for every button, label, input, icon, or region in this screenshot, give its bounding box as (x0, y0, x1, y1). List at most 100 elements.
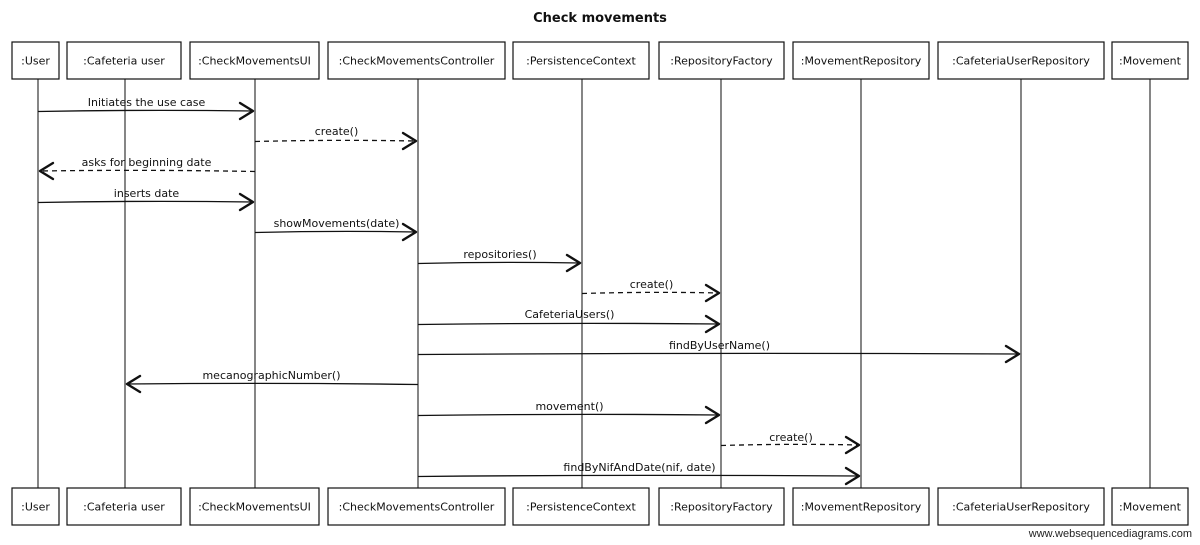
participant-label: :RepositoryFactory (670, 501, 773, 514)
participant-box (11, 41, 60, 80)
participant-label: :Cafeteria user (83, 501, 165, 514)
participant-box (792, 487, 930, 526)
message-arrow-line (720, 443, 860, 447)
participant-movement-repository-top: :MovementRepository (792, 41, 930, 80)
participant-box (792, 41, 930, 80)
participant-check-movements-controller-top: :CheckMovementsController (327, 41, 506, 80)
message-6: repositories() (417, 248, 582, 273)
participant-box (327, 487, 506, 526)
message-10: mecanographicNumber() (125, 369, 419, 394)
arrowhead-icon (401, 131, 418, 151)
message-arrow-line (126, 382, 419, 386)
watermark: www.websequencediagrams.com (1028, 528, 1192, 540)
participant-label: :CheckMovementsUI (198, 55, 311, 68)
message-arrow-line (417, 261, 581, 265)
message-11: movement() (417, 400, 721, 425)
message-label: repositories() (463, 248, 536, 261)
message-7: create() (581, 278, 721, 303)
arrowhead-icon (1004, 344, 1021, 364)
message-3: asks for beginning date (38, 156, 256, 181)
message-arrow-line (417, 352, 1020, 356)
participant-label: :User (21, 501, 50, 514)
diagram-title: Check movements (533, 11, 667, 26)
message-label: create() (769, 431, 813, 444)
participant-box (189, 41, 320, 80)
participant-box (512, 41, 650, 80)
participant-box (937, 487, 1105, 526)
participant-label: :Movement (1119, 501, 1182, 514)
participant-movement-bottom: :Movement (1111, 487, 1189, 526)
arrowhead-icon (401, 222, 418, 242)
message-5: showMovements(date) (254, 217, 418, 242)
message-arrow-line (37, 200, 254, 204)
message-arrow-line (37, 109, 254, 113)
message-label: Initiates the use case (88, 96, 206, 109)
participant-repository-factory-top: :RepositoryFactory (658, 41, 785, 80)
participant-box (512, 487, 650, 526)
message-label: create() (630, 278, 674, 291)
participant-label: :CheckMovementsController (339, 501, 495, 514)
arrowhead-icon (565, 253, 582, 273)
participant-label: :Movement (1119, 55, 1182, 68)
message-arrow-line (581, 291, 720, 295)
participant-cafeteria-user-repository-bottom: :CafeteriaUserRepository (937, 487, 1105, 526)
message-label: CafeteriaUsers() (525, 308, 615, 321)
message-arrow-line (417, 413, 720, 417)
participant-box (658, 41, 785, 80)
participant-cafeteria-user-bottom: :Cafeteria user (66, 487, 182, 526)
message-label: movement() (535, 400, 603, 413)
arrowhead-icon (704, 314, 721, 334)
participant-check-movements-ui-top: :CheckMovementsUI (189, 41, 320, 80)
participant-label: :User (21, 55, 50, 68)
participant-box (1111, 487, 1189, 526)
arrowhead-icon (704, 405, 721, 425)
participant-box (327, 41, 506, 80)
participant-persistence-context-bottom: :PersistenceContext (512, 487, 650, 526)
message-arrow-line (39, 169, 256, 173)
participant-user-top: :User (11, 41, 60, 80)
message-8: CafeteriaUsers() (417, 308, 721, 334)
participant-movement-top: :Movement (1111, 41, 1189, 80)
arrowhead-icon (238, 101, 255, 121)
participant-label: :CafeteriaUserRepository (952, 55, 1090, 68)
participant-label: :Cafeteria user (83, 55, 165, 68)
participant-label: :MovementRepository (801, 501, 922, 514)
message-1: Initiates the use case (37, 96, 255, 121)
participant-box (937, 41, 1105, 80)
messages: Initiates the use case create() asks for b… (37, 96, 1021, 486)
participant-box (66, 41, 182, 80)
message-9: findByUserName() (417, 339, 1021, 364)
participant-cafeteria-user-top: :Cafeteria user (66, 41, 182, 80)
participant-cafeteria-user-repository-top: :CafeteriaUserRepository (937, 41, 1105, 80)
message-label: inserts date (114, 187, 180, 200)
participant-box (189, 487, 320, 526)
participant-box (1111, 41, 1189, 80)
participant-label: :PersistenceContext (526, 55, 636, 68)
participant-label: :MovementRepository (801, 55, 922, 68)
message-arrow-line (254, 230, 417, 234)
participant-box (66, 487, 182, 526)
message-12: create() (720, 431, 861, 455)
participant-repository-factory-bottom: :RepositoryFactory (658, 487, 785, 526)
message-label: findByUserName() (669, 339, 770, 352)
participant-box (11, 487, 60, 526)
message-arrow-line (417, 322, 720, 326)
message-arrow-line (254, 139, 417, 143)
participant-box (658, 487, 785, 526)
participant-label: :PersistenceContext (526, 501, 636, 514)
participant-check-movements-controller-bottom: :CheckMovementsController (327, 487, 506, 526)
participant-user-bottom: :User (11, 487, 60, 526)
participant-movement-repository-bottom: :MovementRepository (792, 487, 930, 526)
message-label: showMovements(date) (274, 217, 400, 230)
participant-boxes-bottom: :User :Cafeteria user :CheckMovementsUI :Ch… (11, 487, 1189, 526)
arrowhead-icon (238, 192, 255, 212)
message-label: asks for beginning date (82, 156, 212, 169)
participant-label: :CafeteriaUserRepository (952, 501, 1090, 514)
message-label: create() (315, 125, 359, 138)
participant-label: :CheckMovementsController (339, 55, 495, 68)
participant-persistence-context-top: :PersistenceContext (512, 41, 650, 80)
arrowhead-icon (704, 283, 721, 303)
arrowhead-icon (38, 161, 55, 181)
participant-check-movements-ui-bottom: :CheckMovementsUI (189, 487, 320, 526)
